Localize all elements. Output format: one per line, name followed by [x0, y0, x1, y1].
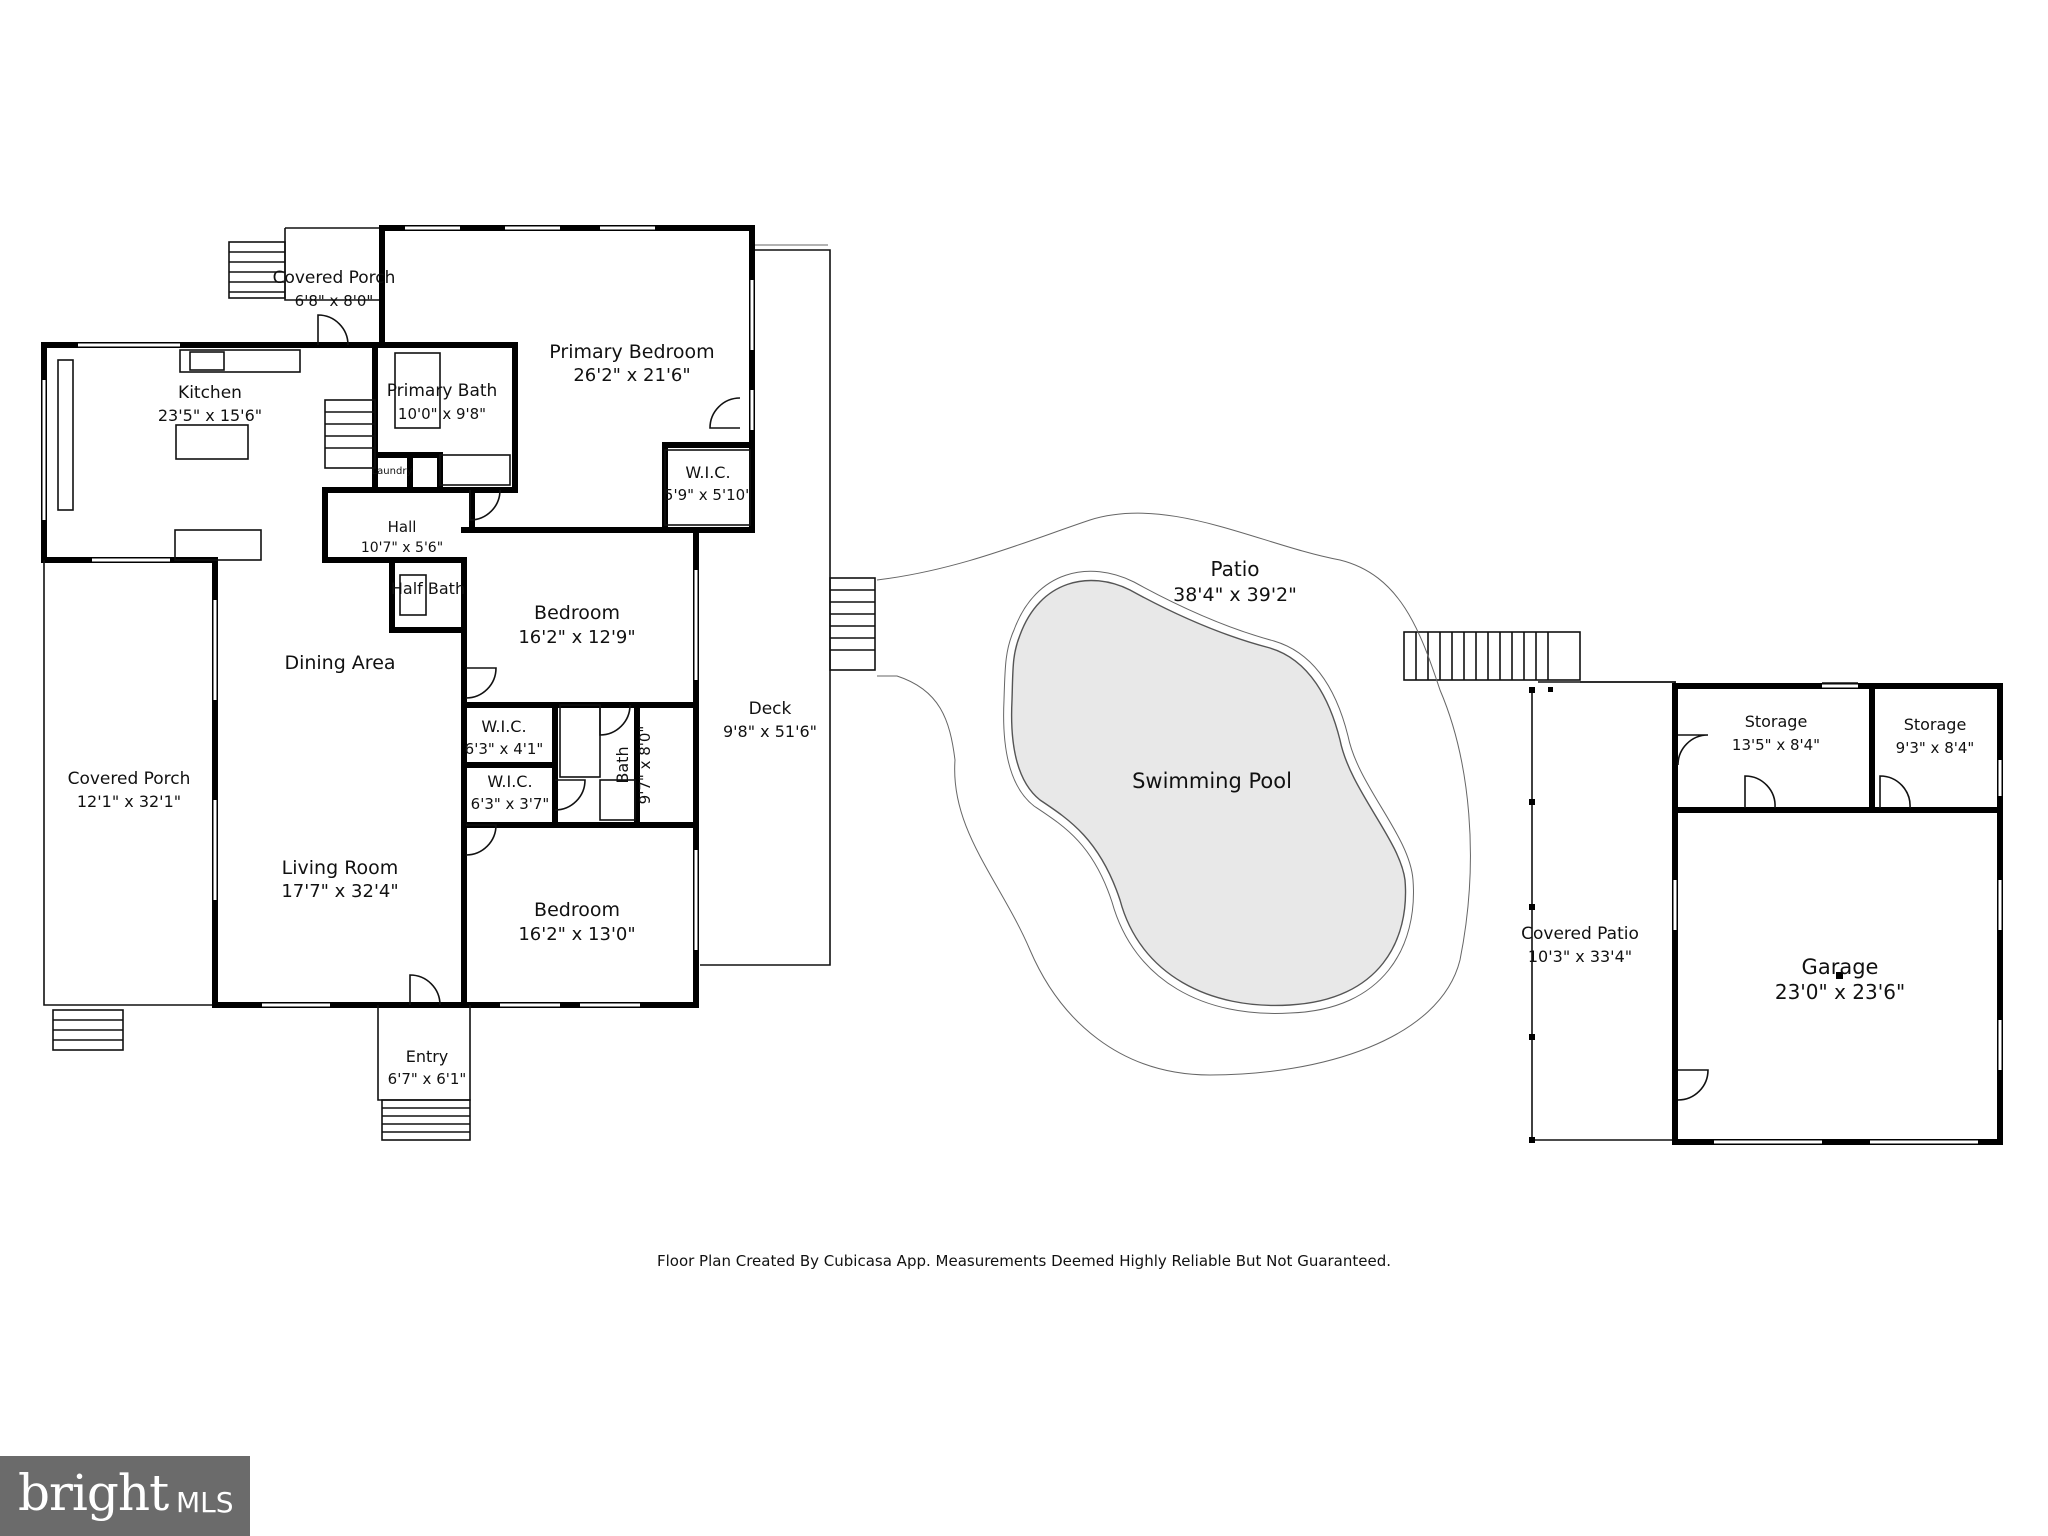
label-half-bath: Half Bath [391, 579, 465, 598]
patio-outline [876, 512, 1471, 1076]
label-covered-patio: Covered Patio [1521, 924, 1639, 944]
dim-garage: 23'0" x 23'6" [1775, 980, 1905, 1004]
label-bedroom-2: Bedroom [534, 899, 620, 921]
dim-wic-primary: 5'9" x 5'10" [664, 486, 752, 504]
label-patio: Patio [1210, 557, 1259, 581]
garage-block [1672, 682, 2003, 1145]
label-laundry: Laundry [372, 466, 413, 477]
disclaimer-footnote: Floor Plan Created By Cubicasa App. Meas… [656, 1252, 1392, 1270]
label-wic-primary: W.I.C. [685, 463, 730, 482]
dim-covered-porch-top: 6'8" x 8'0" [295, 292, 374, 310]
logo-brand-text: bright [18, 1464, 169, 1522]
dim-living-room: 17'7" x 32'4" [281, 881, 398, 902]
label-swimming-pool: Swimming Pool [1132, 769, 1292, 793]
label-covered-porch-top: Covered Porch [273, 268, 396, 288]
dim-bedroom-1: 16'2" x 12'9" [518, 627, 635, 648]
dim-wic-2: 6'3" x 3'7" [471, 795, 550, 813]
label-kitchen: Kitchen [178, 383, 242, 403]
stairs-left-porch [52, 1009, 124, 1051]
bath-fixtures [394, 352, 751, 821]
label-wic-1: W.I.C. [481, 717, 526, 736]
stairs-deck [829, 577, 876, 671]
bright-mls-logo: bright MLS [0, 1456, 250, 1536]
label-storage-1: Storage [1745, 712, 1808, 731]
stairs-entry [381, 1099, 471, 1141]
windows [42, 226, 754, 1007]
dim-storage-2: 9'3" x 8'4" [1896, 739, 1975, 757]
deck-outline [700, 244, 831, 966]
label-covered-porch-left: Covered Porch [68, 769, 191, 789]
dim-bath: 9'7" x 8'0" [636, 726, 654, 805]
label-deck: Deck [749, 699, 792, 719]
label-bath: Bath [613, 746, 632, 783]
dim-patio: 38'4" x 39'2" [1173, 584, 1297, 606]
covered-patio-outline [1529, 681, 1676, 1143]
stairs-top-porch [228, 241, 286, 299]
dim-wic-1: 6'3" x 4'1" [465, 740, 544, 758]
label-storage-2: Storage [1904, 715, 1967, 734]
label-living-room: Living Room [282, 857, 399, 879]
dim-hall: 10'7" x 5'6" [361, 540, 443, 556]
label-bedroom-1: Bedroom [534, 602, 620, 624]
label-garage: Garage [1802, 955, 1879, 979]
label-wic-2: W.I.C. [487, 772, 532, 791]
logo-mls-text: MLS [176, 1486, 234, 1519]
label-dining-area: Dining Area [284, 652, 395, 674]
stairs-patio [1403, 631, 1581, 681]
doors [317, 314, 741, 1006]
label-entry: Entry [406, 1047, 449, 1066]
dim-primary-bath: 10'0" x 9'8" [398, 405, 486, 423]
dim-kitchen: 23'5" x 15'6" [158, 406, 262, 425]
dim-covered-porch-left: 12'1" x 32'1" [77, 792, 181, 811]
pool-coping [1003, 570, 1414, 1014]
dim-bedroom-2: 16'2" x 13'0" [518, 924, 635, 945]
dim-primary-bedroom: 26'2" x 21'6" [573, 365, 690, 386]
label-primary-bath: Primary Bath [387, 381, 498, 401]
swimming-pool [1010, 579, 1407, 1007]
label-hall: Hall [388, 518, 417, 536]
dim-deck: 9'8" x 51'6" [723, 722, 817, 741]
label-primary-bedroom: Primary Bedroom [549, 341, 714, 363]
dim-storage-1: 13'5" x 8'4" [1732, 736, 1820, 754]
dim-covered-patio: 10'3" x 33'4" [1528, 947, 1632, 966]
dim-entry: 6'7" x 6'1" [388, 1070, 467, 1088]
kitchen-fixtures [57, 349, 301, 561]
